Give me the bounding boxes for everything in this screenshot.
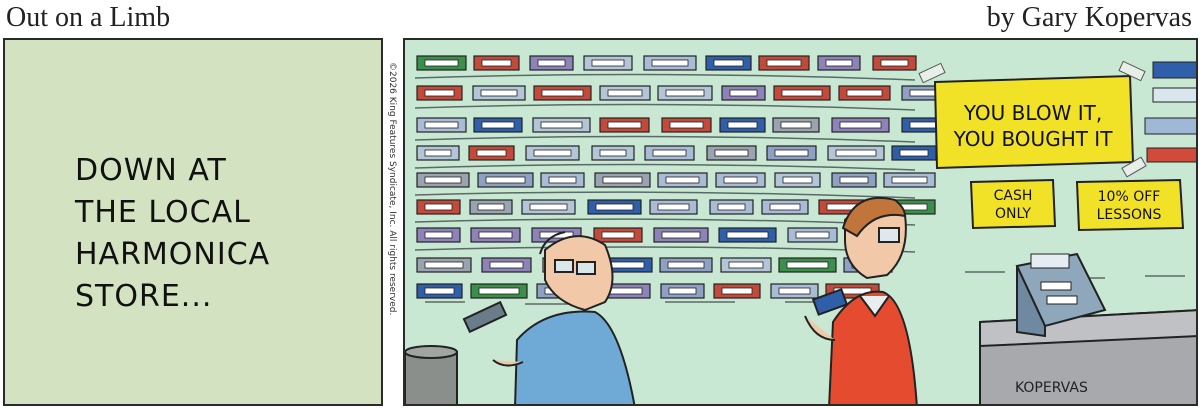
harmonica-holes [766,59,802,67]
caption-panel: DOWN AT THE LOCAL HARMONICA STORE... [3,38,383,406]
harmonica-holes [727,121,758,129]
caption-line-2: THE LOCAL [75,195,251,230]
harmonica-holes [424,176,462,184]
big-sign-line-1: YOU BLOW IT, [963,101,1102,125]
harmonica-holes [602,176,643,184]
harmonica-holes [424,231,453,239]
caption-line-1: DOWN AT [75,153,227,188]
harmonica-holes [477,203,505,211]
harmonica-holes [729,89,758,97]
harmonica-holes [591,59,625,67]
store-panel: YOU BLOW IT, YOU BOUGHT IT CASH ONLY 10%… [403,38,1198,406]
harmonica-holes [714,149,749,157]
harmonica-holes [899,149,929,157]
harmonica-holes [782,176,813,184]
harmonica-holes [424,121,459,129]
harmonica-holes [661,231,701,239]
harmonica-holes [668,287,697,295]
harmonica-holes [485,176,526,184]
harmonica-holes [424,89,455,97]
harmonica-holes [478,231,513,239]
harmonica-holes [424,261,464,269]
trash-can [405,345,458,404]
cash-sign-line-2: ONLY [995,206,1031,222]
harmonica-holes [825,59,853,67]
harmonica-holes [769,203,801,211]
harmonica-holes [424,287,455,295]
harmonica-holes [607,121,642,129]
harmonica-holes [481,121,515,129]
harmonica-holes [595,203,634,211]
harmonica-holes [795,231,830,239]
store-scene: YOU BLOW IT, YOU BOUGHT IT CASH ONLY 10%… [405,55,1196,404]
harmonica-holes [839,121,882,129]
harmonica-holes [786,261,829,269]
harmonica-holes [489,261,524,269]
harmonica-holes [780,121,812,129]
lessons-sign-line-2: LESSONS [1097,207,1162,223]
customer-young-man [804,196,918,404]
caption-line-3: HARMONICA [75,237,271,272]
big-sign-line-2: YOU BOUGHT IT [953,127,1114,151]
copyright-notice: ©2026 King Features Syndicate, Inc. All … [383,62,403,362]
harmonica-holes [529,203,568,211]
big-sign: YOU BLOW IT, YOU BOUGHT IT [918,60,1147,178]
harmonica-holes [880,59,909,67]
caption-line-4: STORE... [75,279,213,314]
harmonica-holes [835,149,877,157]
harmonica-holes [721,287,753,295]
harmonica-holes [424,203,453,211]
caption-text: DOWN AT THE LOCAL HARMONICA STORE... [75,150,335,318]
harmonica-holes [481,59,512,67]
artist-signature: KOPERVAS [1015,380,1088,396]
harmonica-holes [651,59,689,67]
comic-title: Out on a Limb [6,2,171,33]
harmonica-holes [774,149,809,157]
harmonica-holes [667,261,705,269]
harmonica-holes [541,89,584,97]
harmonica-holes [424,59,459,67]
harmonica-holes [723,176,758,184]
copyright-text: ©2026 King Features Syndicate, Inc. All … [387,62,397,316]
harmonica-holes [846,89,883,97]
cash-sign: CASH ONLY [969,178,1057,230]
harmonica-holes [657,203,690,211]
harmonica-holes [607,89,643,97]
harmonica-holes [669,121,704,129]
harmonica-holes [533,149,572,157]
customer-man [462,231,636,404]
harmonica-holes [891,176,928,184]
harmonica-holes [599,149,627,157]
harmonica-holes [540,121,583,129]
harmonica-holes [726,231,769,239]
harmonica-holes [781,89,823,97]
store-counter [979,309,1196,404]
shelf-lines [414,73,1185,305]
harmonica-holes [728,261,764,269]
harmonica-holes [609,287,643,295]
harmonica-holes [713,59,744,67]
comic-byline: by Gary Kopervas [986,2,1192,33]
lessons-sign: 10% OFF LESSONS [1075,178,1185,232]
harmonica-holes [839,176,869,184]
lessons-sign-line-1: 10% OFF [1098,189,1161,205]
harmonica-holes [480,89,518,97]
harmonica-holes [652,149,687,157]
cash-register [1015,252,1107,338]
harmonica-holes [548,176,577,184]
harmonica-holes [478,287,520,295]
harmonica-holes [476,149,507,157]
harmonica-holes [537,59,566,67]
harmonica-holes [778,287,811,295]
harmonica-holes [665,89,705,97]
cash-sign-line-1: CASH [994,188,1033,204]
right-harmonicas [1144,61,1196,163]
harmonica-holes [424,149,452,157]
harmonica-holes [601,231,635,239]
harmonica-holes [665,176,700,184]
harmonica-holes [717,203,746,211]
